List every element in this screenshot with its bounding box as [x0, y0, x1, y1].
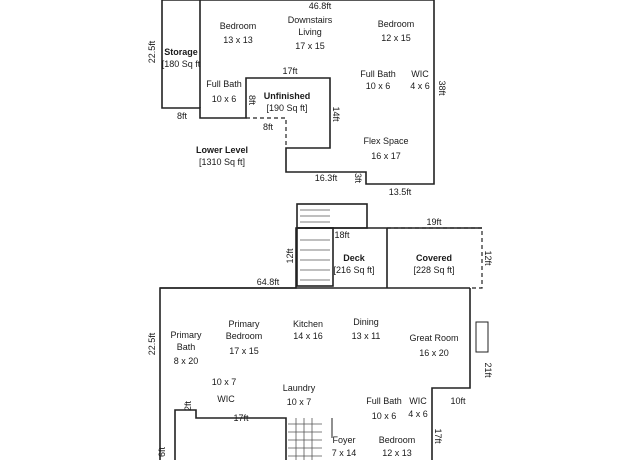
unfinished-dashed [246, 117, 287, 148]
storage-area-open: [ [161, 59, 165, 69]
great-room-size: 16 x 20 [419, 348, 449, 358]
downstairs-living-name-1: Downstairs [287, 15, 333, 25]
main-right-wall [431, 288, 471, 460]
upper-dim-3ft: 3ft [353, 172, 363, 183]
lower-full-bath-name: Full Bath [366, 396, 402, 406]
lower-dim-2ft: 2ft [183, 401, 193, 412]
unfinished-name: Unfinished [263, 91, 311, 101]
lower-dim-22-5ft: 22.5ft [147, 332, 157, 356]
lower-dim-6ft: 6ft [157, 447, 167, 458]
covered-name: Covered [415, 253, 452, 263]
bedroom-right-size: 12 x 15 [381, 33, 411, 43]
great-room-name: Great Room [409, 333, 459, 343]
full-bath-right-size: 10 x 6 [365, 81, 391, 91]
upper-dim-17ft: 17ft [282, 66, 298, 76]
downstairs-living-size: 17 x 15 [295, 41, 325, 51]
full-bath-right-name: Full Bath [360, 69, 396, 79]
flex-space-size: 16 x 17 [371, 151, 401, 161]
lower-level-name: Lower Level [195, 145, 249, 155]
laundry-name: Laundry [282, 383, 316, 393]
foyer-size: 7 x 14 [331, 448, 357, 458]
upper-dim-16-3ft: 16.3ft [314, 173, 338, 183]
primary-bath-size: 8 x 20 [173, 356, 199, 366]
laundry-size: 10 x 7 [286, 397, 312, 407]
kitchen-name: Kitchen [292, 319, 324, 329]
unfinished-area: [190 Sq ft] [266, 103, 308, 113]
flex-space-name: Flex Space [363, 136, 409, 146]
storage-dim: 22.5ft [147, 40, 157, 64]
upper-dim-8ft-bottom: 8ft [176, 111, 187, 121]
bedroom-left-name: Bedroom [219, 21, 257, 31]
full-bath-left-size: 10 x 6 [211, 94, 237, 104]
lower-dim-17ft-vert: 17ft [433, 428, 443, 444]
main-lower-inner [174, 409, 287, 460]
upper-dim-13-5ft: 13.5ft [388, 187, 412, 197]
deck-area: [216 Sq ft] [333, 265, 375, 275]
upper-dim-8ft-inner: 8ft [262, 122, 273, 132]
lower-wic-right-size: 4 x 6 [408, 409, 428, 419]
upper-dim-38ft: 38ft [437, 80, 447, 96]
upper-top-dim: 46.8ft [308, 1, 332, 11]
primary-bath-name-1: Primary [170, 330, 202, 340]
full-bath-left-name: Full Bath [206, 79, 242, 89]
lower-dim-18ft: 18ft [334, 230, 350, 240]
lower-full-bath-size: 10 x 6 [371, 411, 397, 421]
covered-area: [228 Sq ft] [413, 265, 455, 275]
upper-wic-size: 4 x 6 [410, 81, 430, 91]
lower-dim-10ft: 10ft [450, 396, 466, 406]
wic-left-size: 10 x 7 [211, 377, 237, 387]
lower-level-area: [1310 Sq ft] [198, 157, 246, 167]
upper-wic-name: WIC [411, 69, 429, 79]
wic-left-name: WIC [217, 394, 235, 404]
downstairs-living-name-2: Living [298, 27, 322, 37]
primary-bedroom-size: 17 x 15 [229, 346, 259, 356]
lower-wic-right-name: WIC [409, 396, 427, 406]
primary-bedroom-name-1: Primary [228, 319, 260, 329]
storage-area-value: 180 Sq ft [164, 59, 201, 69]
lower-dim-12ft-left: 12ft [285, 248, 295, 264]
storage-name: Storage [164, 47, 198, 57]
foyer-name: Foyer [332, 435, 356, 445]
lower-dim-12ft-right: 12ft [483, 250, 493, 266]
stair-deck [296, 227, 334, 287]
fireplace [475, 321, 489, 353]
bedroom-right-name: Bedroom [377, 19, 415, 29]
upper-outline [161, 0, 435, 185]
lower-dim-19ft: 19ft [426, 217, 442, 227]
primary-bedroom-name-2: Bedroom [225, 331, 263, 341]
lower-dim-64-8ft: 64.8ft [256, 277, 280, 287]
covered-dashed [387, 227, 483, 289]
storage-area: [180 Sq ft [158, 58, 204, 70]
kitchen-size: 14 x 16 [293, 331, 323, 341]
deck-name: Deck [343, 253, 365, 263]
lower-bedroom-size: 12 x 13 [382, 448, 412, 458]
dining-size: 13 x 11 [351, 331, 381, 341]
lower-dim-17ft: 17ft [233, 413, 249, 423]
primary-bath-name-2: Bath [176, 342, 196, 352]
lower-dim-21ft: 21ft [483, 362, 493, 378]
dining-name: Dining [353, 317, 379, 327]
upper-dim-14ft: 14ft [331, 106, 341, 122]
lower-bedroom-name: Bedroom [378, 435, 416, 445]
upper-dim-8ft-vert: 8ft [247, 94, 257, 105]
bedroom-left-size: 13 x 13 [223, 35, 253, 45]
